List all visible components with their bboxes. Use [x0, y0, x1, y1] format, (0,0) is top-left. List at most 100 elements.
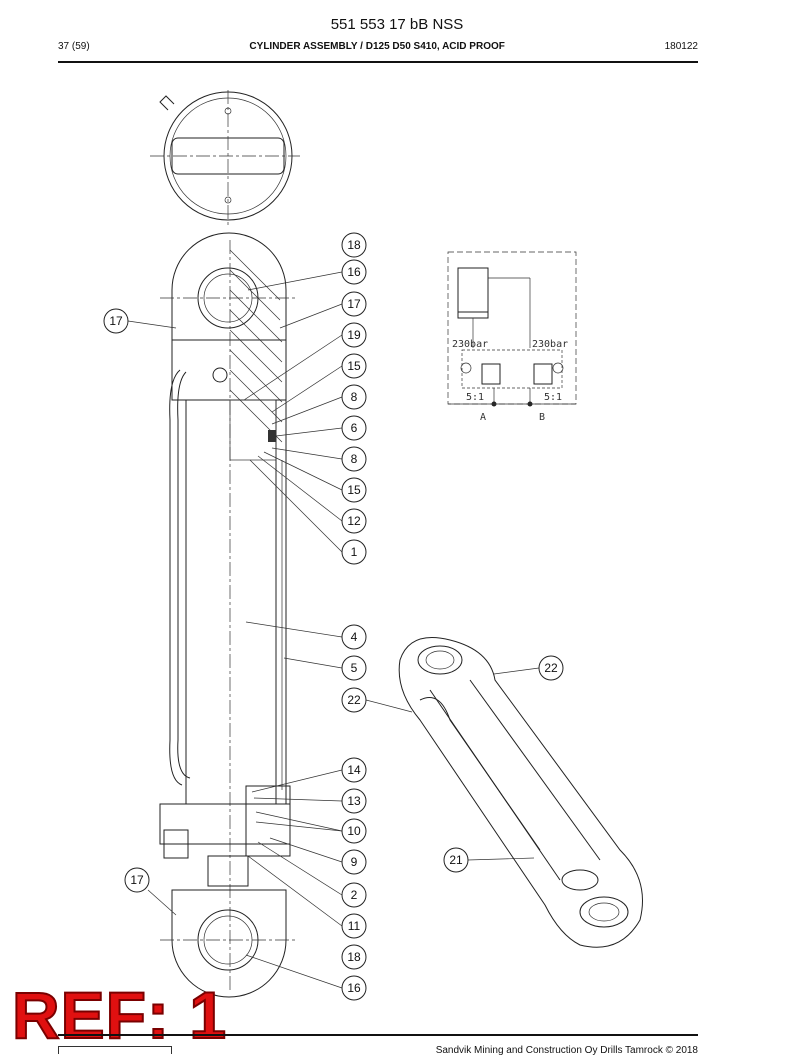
callout-number: 17 — [109, 314, 123, 328]
pressure-left-label: 230bar — [452, 339, 488, 350]
callout-16: 10 — [341, 818, 367, 844]
callout-circle — [341, 446, 367, 472]
brand-logo — [58, 1046, 172, 1054]
callout-circle — [341, 944, 367, 970]
callout-circle — [538, 655, 564, 681]
footer-copyright: Sandvik Mining and Construction Oy Drill… — [435, 1045, 698, 1056]
callout-3: 19 — [341, 322, 367, 348]
cylinder-side-view — [159, 232, 296, 998]
callout-circle — [341, 477, 367, 503]
callout-circle — [341, 687, 367, 713]
callout-6: 6 — [341, 415, 367, 441]
callout-5: 8 — [341, 384, 367, 410]
callout-1: 16 — [341, 259, 367, 285]
callout-22: 17 — [103, 308, 129, 334]
document-date: 180122 — [664, 41, 698, 52]
callout-circle — [341, 849, 367, 875]
callout-24: 22 — [538, 655, 564, 681]
callout-number: 6 — [351, 421, 358, 435]
callout-0: 18 — [341, 232, 367, 258]
callout-number: 16 — [347, 981, 361, 995]
callout-number: 10 — [347, 824, 361, 838]
callout-circle — [341, 539, 367, 565]
callout-14: 14 — [341, 757, 367, 783]
callout-circle — [341, 508, 367, 534]
callout-circle — [341, 291, 367, 317]
callout-7: 8 — [341, 446, 367, 472]
callout-number: 2 — [351, 888, 358, 902]
callout-number: 16 — [347, 265, 361, 279]
callout-number: 18 — [347, 950, 361, 964]
callout-circle — [124, 867, 150, 893]
header-rule — [58, 61, 698, 63]
callout-21: 16 — [341, 975, 367, 1001]
header-row: 37 (59) CYLINDER ASSEMBLY / D125 D50 S41… — [58, 41, 698, 52]
callout-number: 9 — [351, 855, 358, 869]
callout-number: 5 — [351, 661, 358, 675]
port-a-label: A — [480, 412, 486, 423]
callout-circle — [341, 232, 367, 258]
callout-17: 9 — [341, 849, 367, 875]
callout-circle — [341, 384, 367, 410]
callout-12: 5 — [341, 655, 367, 681]
callout-number: 22 — [347, 693, 361, 707]
callout-20: 18 — [341, 944, 367, 970]
callout-25: 21 — [443, 847, 469, 873]
callout-circle — [443, 847, 469, 873]
callout-9: 12 — [341, 508, 367, 534]
callout-19: 11 — [341, 913, 367, 939]
callout-2: 17 — [341, 291, 367, 317]
callout-18: 2 — [341, 882, 367, 908]
callout-circle — [341, 655, 367, 681]
callout-circle — [341, 882, 367, 908]
leader-lines — [127, 271, 540, 989]
callout-number: 15 — [347, 483, 361, 497]
ratio-right-label: 5:1 — [544, 392, 562, 403]
callout-circle — [341, 353, 367, 379]
callout-number: 17 — [130, 873, 144, 887]
callout-circle — [103, 308, 129, 334]
callout-4: 15 — [341, 353, 367, 379]
callout-circle — [341, 975, 367, 1001]
ratio-left-label: 5:1 — [466, 392, 484, 403]
callout-8: 15 — [341, 477, 367, 503]
callout-11: 4 — [341, 624, 367, 650]
page-number: 37 (59) — [58, 41, 90, 52]
callout-10: 1 — [341, 539, 367, 565]
end-view — [150, 90, 300, 225]
callout-13: 22 — [341, 687, 367, 713]
callout-23: 17 — [124, 867, 150, 893]
callout-number: 19 — [347, 328, 361, 342]
assembly-title: CYLINDER ASSEMBLY / D125 D50 S410, ACID … — [249, 41, 505, 52]
callout-number: 8 — [351, 452, 358, 466]
callout-number: 12 — [347, 514, 361, 528]
callout-number: 11 — [348, 919, 361, 933]
callout-circle — [341, 788, 367, 814]
document-title: 551 553 17 bB NSS — [330, 16, 464, 33]
hydraulic-schematic — [447, 251, 577, 407]
pressure-right-label: 230bar — [532, 339, 568, 350]
callout-number: 4 — [351, 630, 358, 644]
callout-number: 22 — [544, 661, 558, 675]
callout-circle — [341, 913, 367, 939]
callout-circle — [341, 322, 367, 348]
isometric-view — [398, 637, 643, 948]
callout-number: 13 — [347, 794, 361, 808]
callout-number: 8 — [351, 390, 358, 404]
callout-circle — [341, 415, 367, 441]
callout-number: 21 — [449, 853, 463, 867]
callout-circle — [341, 624, 367, 650]
callouts: 1816171915868151214522141310921118161717… — [103, 232, 564, 1001]
callout-number: 1 — [351, 545, 358, 559]
callout-number: 17 — [347, 297, 361, 311]
callout-15: 13 — [341, 788, 367, 814]
port-b-label: B — [539, 412, 545, 423]
ref-label: REF: 1 — [11, 978, 228, 1052]
callout-number: 18 — [347, 238, 361, 252]
callout-number: 15 — [347, 359, 361, 373]
callout-circle — [341, 259, 367, 285]
callout-circle — [341, 818, 367, 844]
footer-rule — [58, 1034, 698, 1036]
callout-circle — [341, 757, 367, 783]
